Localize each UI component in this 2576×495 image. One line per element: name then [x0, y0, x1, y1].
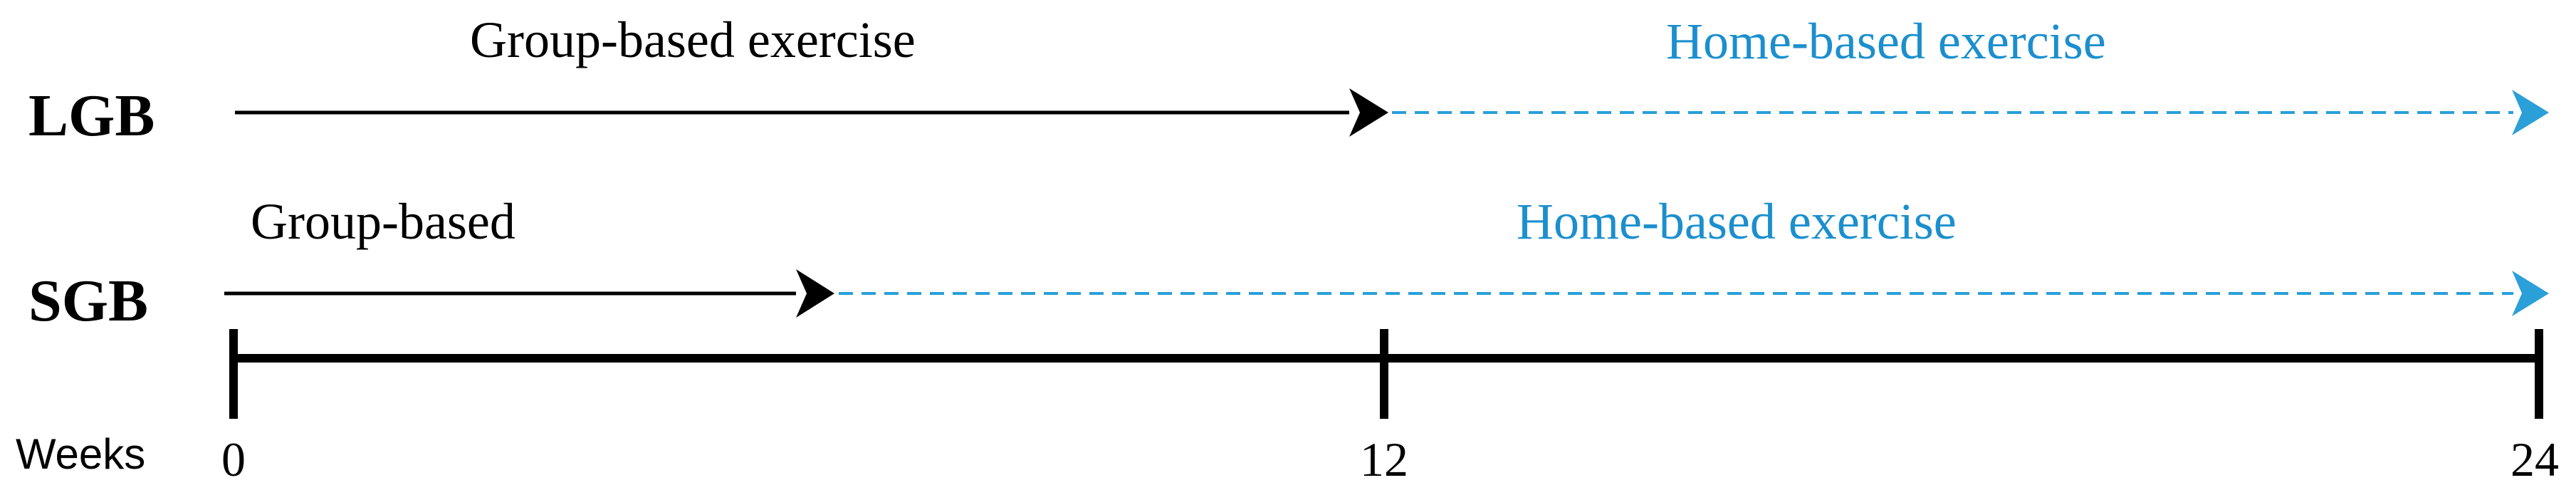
week-tick-label-24: 24: [2510, 432, 2559, 486]
lgb-group-phase-label: Group-based exercise: [470, 11, 916, 68]
week-tick-label-0: 0: [221, 432, 246, 486]
sgb-home-phase-label: Home-based exercise: [1517, 193, 1957, 250]
lgb-group-label: LGB: [28, 83, 155, 149]
weeks-axis-label: Weeks: [16, 430, 145, 478]
sgb-group-phase-arrowhead: [796, 269, 834, 318]
sgb-group-phase-label: Group-based: [251, 193, 515, 250]
lgb-home-phase-arrowhead: [2512, 90, 2549, 135]
sgb-home-phase-arrowhead: [2512, 271, 2549, 316]
week-tick-label-12: 12: [1360, 432, 1408, 486]
lgb-home-phase-label: Home-based exercise: [1666, 13, 2106, 70]
sgb-group-label: SGB: [28, 268, 148, 334]
lgb-group-phase-arrowhead: [1349, 88, 1388, 137]
